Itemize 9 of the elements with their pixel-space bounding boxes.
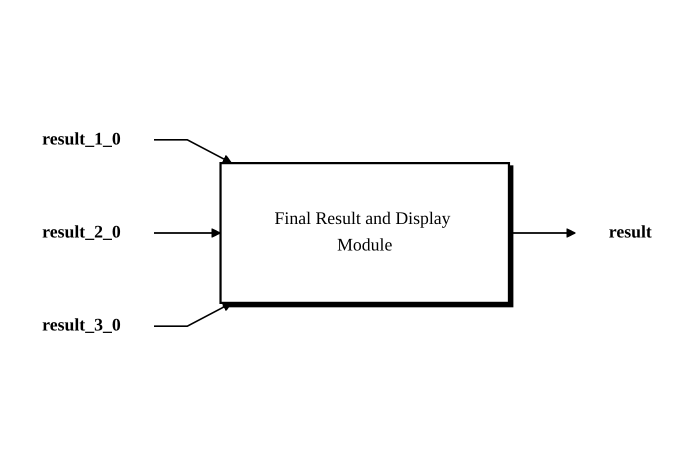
arrow [154,228,221,238]
node-box: Final Result and Display Module [219,162,510,304]
node-text: result [608,223,652,242]
arrow [508,228,576,238]
arrow [154,138,232,164]
arrow [154,302,232,328]
node-text: result_1_0 [42,130,121,149]
node-text: result_2_0 [42,223,121,242]
node-text: result_3_0 [42,316,121,336]
